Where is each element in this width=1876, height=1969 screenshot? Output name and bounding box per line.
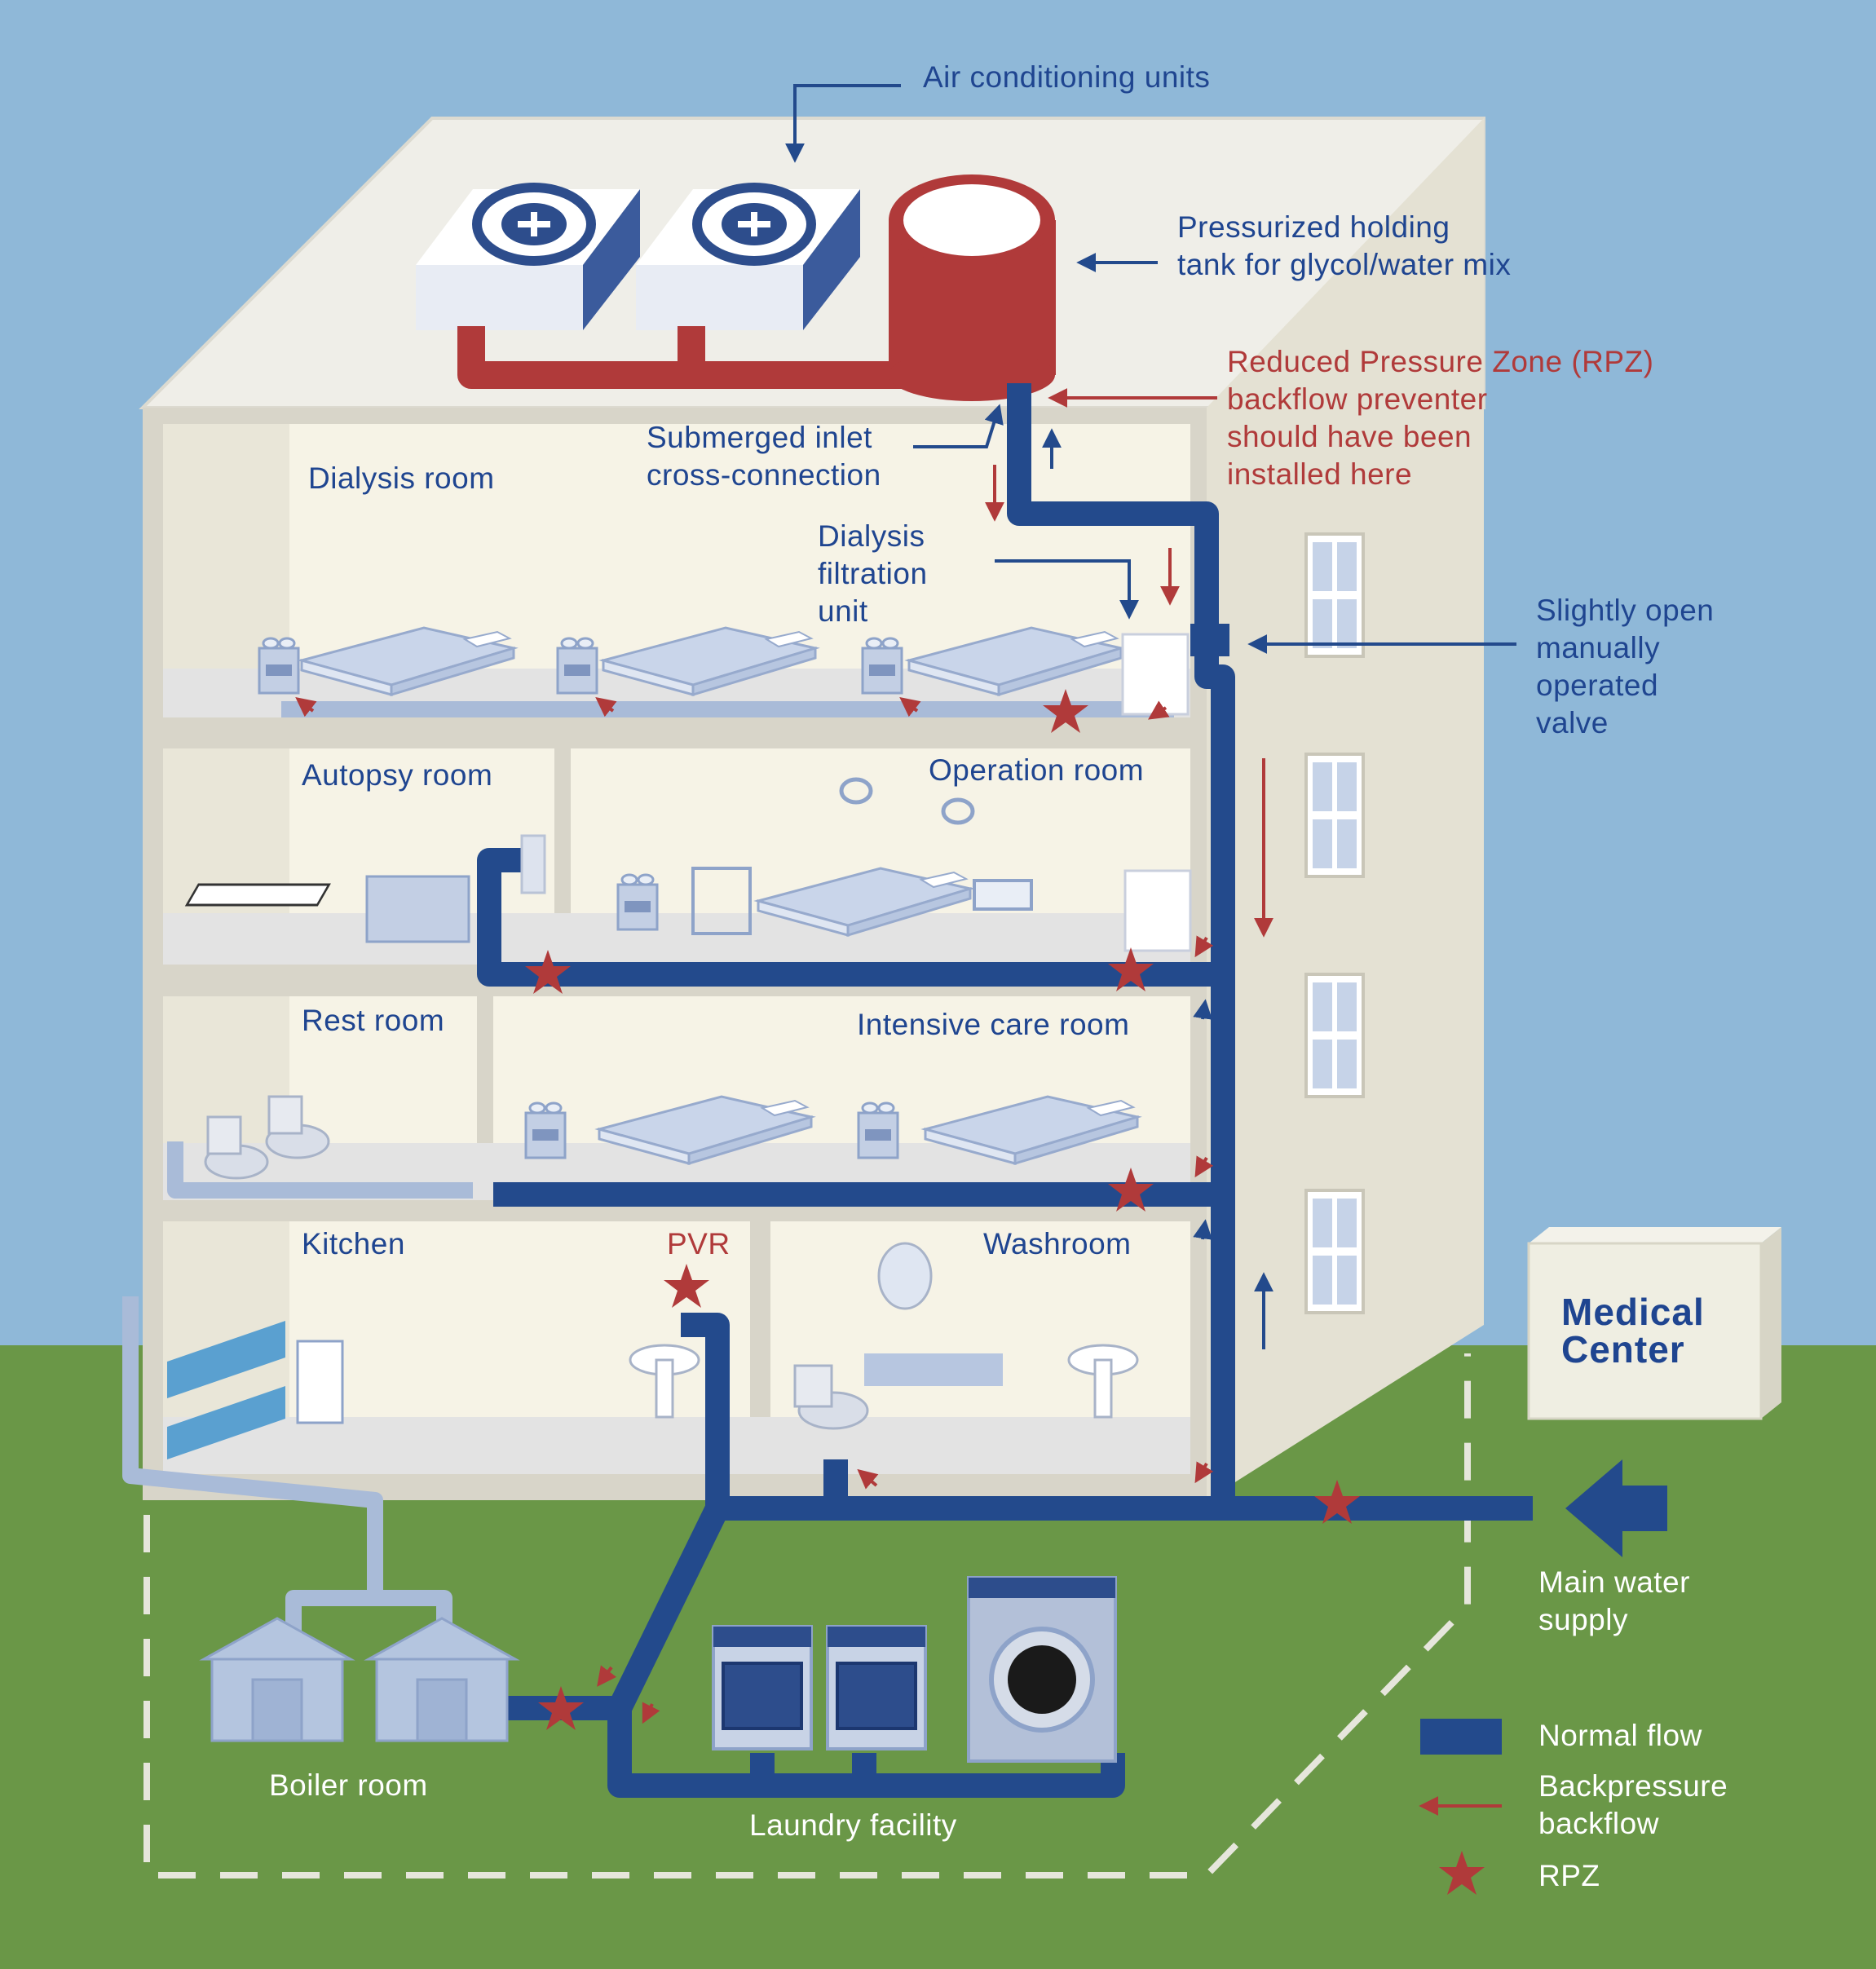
legend-normal-flow-label: Normal flow (1538, 1719, 1702, 1752)
label-rest-room: Rest room (302, 1004, 445, 1037)
toilets (204, 1095, 330, 1180)
instrument-cart (691, 867, 752, 935)
main-supply-arrow (1565, 1459, 1667, 1557)
washing-machine (967, 1576, 1117, 1763)
dialysis-filtration-unit (1121, 633, 1190, 716)
label-kitchen: Kitchen (302, 1227, 405, 1260)
label-air-conditioning: Air conditioning units (923, 60, 1211, 94)
label-submerged-line2: cross-connection (647, 458, 881, 492)
label-valve-line2: manually (1536, 631, 1661, 664)
label-dialysis-unit-line2: filtration (818, 557, 928, 590)
air-conditioning-unit-1 (416, 183, 640, 330)
label-dialysis-unit-line1: Dialysis (818, 519, 925, 553)
air-conditioning-unit-2 (636, 183, 860, 330)
label-medical-center-line1: Medical (1561, 1291, 1705, 1333)
label-medical-center-line2: Center (1561, 1328, 1685, 1371)
legend-rpz-label: RPZ (1538, 1859, 1600, 1892)
label-main-water-supply: Main water supply (1538, 1564, 1690, 1639)
washroom-fixtures (793, 1242, 1139, 1430)
legend-backflow-label: Backpressure backflow (1538, 1768, 1728, 1843)
label-manual-valve: Slightly open manually operated valve (1536, 592, 1714, 742)
kitchen-cabinets (167, 1321, 344, 1459)
legend-backflow-line2: backflow (1538, 1807, 1659, 1840)
label-boiler-room: Boiler room (269, 1768, 428, 1802)
label-rpz-note-line3: should have been (1227, 420, 1472, 453)
label-washroom: Washroom (983, 1227, 1132, 1260)
medical-center-building (1527, 1227, 1781, 1420)
label-submerged-line1: Submerged inlet (647, 421, 872, 454)
label-medical-center: Medical Center (1561, 1293, 1705, 1368)
label-rpz-note-line1: Reduced Pressure Zone (RPZ) (1227, 345, 1654, 378)
label-submerged-inlet: Submerged inlet cross-connection (647, 419, 881, 494)
backflow-arrows (295, 465, 1273, 1724)
label-pvr: PVR (667, 1227, 731, 1260)
label-laundry-facility: Laundry facility (749, 1808, 957, 1842)
surgical-light-2 (941, 797, 975, 825)
label-main-supply-line1: Main water (1538, 1565, 1690, 1599)
label-valve-line3: operated (1536, 669, 1659, 702)
label-intensive-care-room: Intensive care room (857, 1008, 1130, 1041)
autopsy-table (184, 883, 331, 907)
label-dialysis-unit-line3: unit (818, 594, 868, 628)
pointer-arrows (785, 84, 1516, 1349)
property-boundary (143, 1329, 1471, 1878)
manual-valve (1190, 624, 1229, 656)
label-holding-tank-line2: tank for glycol/water mix (1177, 248, 1512, 281)
label-dialysis-room: Dialysis room (308, 461, 495, 495)
autopsy-sink (365, 875, 470, 943)
label-holding-tank: Pressurized holding tank for glycol/wate… (1177, 209, 1511, 284)
glycol-pipe (457, 326, 921, 389)
label-rpz-note: Reduced Pressure Zone (RPZ) backflow pre… (1227, 343, 1653, 493)
label-valve-line4: valve (1536, 706, 1609, 739)
label-valve-line1: Slightly open (1536, 594, 1715, 627)
sink-kitchen (629, 1344, 700, 1419)
branch-pipes (122, 701, 1174, 1663)
label-main-supply-line2: supply (1538, 1603, 1628, 1636)
legend-normal-flow-swatch (1420, 1719, 1502, 1755)
legend-backflow-line1: Backpressure (1538, 1769, 1728, 1803)
label-operation-room: Operation room (929, 753, 1145, 787)
label-autopsy-room: Autopsy room (302, 758, 493, 792)
holding-tank (889, 174, 1056, 401)
label-holding-tank-line1: Pressurized holding (1177, 210, 1450, 244)
label-rpz-note-line4: installed here (1227, 457, 1413, 491)
label-dialysis-filtration-unit: Dialysis filtration unit (818, 518, 928, 630)
surgical-table (973, 879, 1033, 911)
label-rpz-note-line2: backflow preventer (1227, 382, 1488, 416)
surgical-light-1 (839, 777, 873, 805)
